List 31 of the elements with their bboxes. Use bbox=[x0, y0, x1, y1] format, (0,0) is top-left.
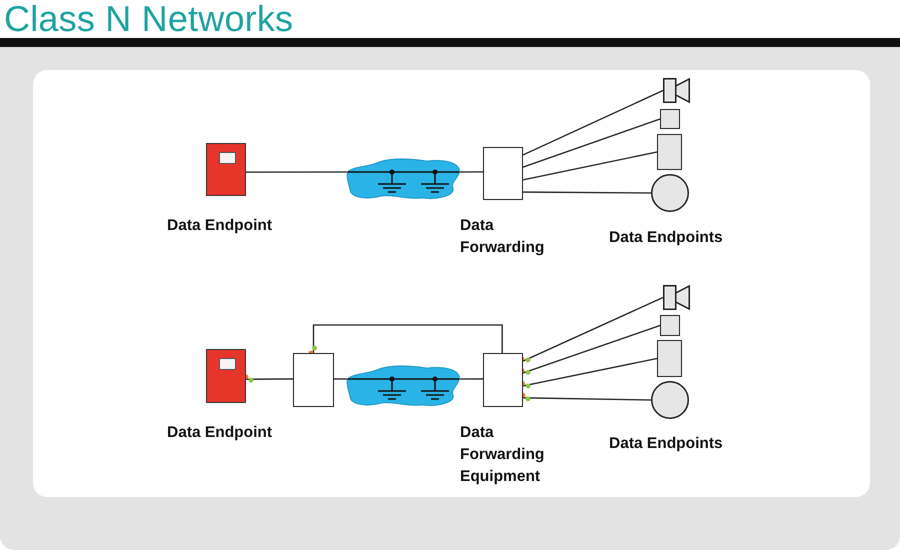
group-label: Data Endpoints bbox=[609, 228, 724, 248]
circle-device bbox=[651, 381, 689, 419]
device-box bbox=[657, 134, 682, 170]
device-box bbox=[293, 353, 334, 407]
connector-line bbox=[460, 171, 483, 173]
device-box bbox=[660, 109, 680, 129]
circle-device bbox=[651, 174, 689, 212]
control-panel bbox=[206, 143, 246, 196]
group-label: Data Endpoints bbox=[609, 434, 724, 454]
network-cloud bbox=[347, 158, 460, 200]
connector-line bbox=[523, 191, 651, 194]
node-caption: Data Forwarding Equipment bbox=[460, 423, 546, 487]
connector-line bbox=[460, 378, 483, 380]
speaker-symbol bbox=[663, 285, 690, 310]
device-box bbox=[483, 353, 523, 407]
control-panel bbox=[206, 349, 246, 403]
connector-line bbox=[334, 378, 347, 380]
connector-line bbox=[308, 324, 503, 356]
node-caption: Data Endpoint bbox=[167, 423, 274, 443]
connector-line bbox=[522, 90, 664, 156]
device-box bbox=[657, 340, 682, 377]
node-caption: Data Endpoint bbox=[167, 216, 274, 236]
connector-line bbox=[522, 151, 658, 180]
device-box bbox=[660, 315, 680, 336]
title: Class N Networks bbox=[4, 0, 294, 40]
device-box bbox=[483, 147, 523, 200]
network-cloud bbox=[347, 365, 460, 407]
node-caption: Data Forwarding bbox=[460, 216, 546, 258]
connector-line bbox=[522, 118, 660, 168]
speaker-symbol bbox=[663, 78, 690, 103]
connector-line bbox=[246, 171, 347, 173]
